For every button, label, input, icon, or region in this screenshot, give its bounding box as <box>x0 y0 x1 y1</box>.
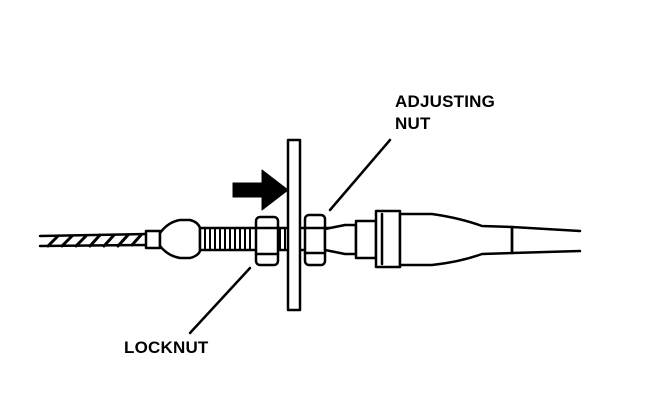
adjusting-nut-label-line1: ADJUSTING <box>395 92 496 111</box>
direction-arrow-icon <box>232 169 289 211</box>
outer-cable-housing <box>510 225 582 255</box>
locknut-label: LOCKNUT <box>124 338 209 357</box>
locknut-leader-line <box>188 266 252 335</box>
cable-end-fitting <box>144 229 162 250</box>
cable-housing-collar <box>323 209 402 269</box>
inner-cable <box>38 232 148 248</box>
cable-ferrule <box>158 218 202 260</box>
mounting-bracket <box>286 138 302 312</box>
adjusting-nut-label-line2: NUT <box>395 114 431 133</box>
cable-boot <box>398 212 514 267</box>
adjusting-nut <box>303 213 327 267</box>
locknut <box>254 215 280 267</box>
adjusting-nut-leader-line <box>328 138 392 212</box>
